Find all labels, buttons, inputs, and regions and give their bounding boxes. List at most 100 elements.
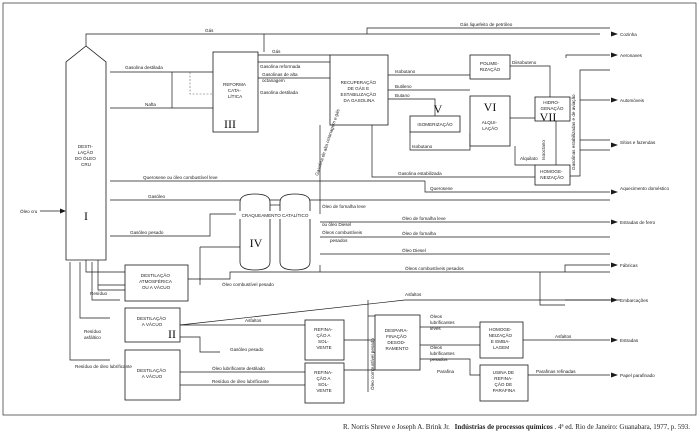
- flow-residuo-lubrificante: Resíduo de óleo lubrificante: [75, 364, 132, 369]
- unit-IV: IV: [250, 236, 263, 250]
- unit-I: I: [84, 209, 88, 223]
- output-estradas-ferro: Estradas de ferro: [620, 220, 656, 225]
- flow-parafinas-refinadas: Parafinas refinadas: [536, 369, 576, 374]
- isomerizacao-box: [409, 115, 461, 133]
- dest-atm-box: [124, 264, 189, 302]
- flow-oleo-lub-destilado: Óleo lubrificante destilado: [212, 365, 265, 371]
- output-embarcacoes: Embarcações: [620, 298, 649, 303]
- flow-oleo-comb-pesado: Óleo combustível pesado: [222, 281, 274, 287]
- craqueamento-vessel-left: [239, 193, 271, 271]
- flow-gasolinas-alta: Gasolinas de alta: [262, 72, 298, 77]
- flow-butano: Butano: [395, 93, 410, 98]
- dest-vacuo-ii-box: [124, 307, 181, 343]
- flow-oleos-lub-pesados: Óleos lubrificantes pesados: [430, 344, 456, 362]
- flow-oleo-fornalha-leve-2: Óleo de fornalha leve: [402, 215, 446, 221]
- output-destinations: Cozinha Aeronaves Automóveis Sítios e fa…: [620, 32, 669, 378]
- usina-parafina-label: USINA DE REFINA- ÇÃO DE PARAFINA: [493, 370, 517, 393]
- alquilacao-box: [469, 95, 511, 147]
- unit-VI: VI: [484, 100, 497, 114]
- refinacao-1-box: [304, 319, 345, 361]
- caption-authors: R. Norris Shreve e Joseph A. Brink Jr.: [343, 423, 450, 431]
- flow-residuo-oleo-lub: Resíduo de óleo lubrificante: [212, 379, 269, 384]
- output-papel: Papel parafinado: [620, 373, 655, 378]
- flow-oleos-comb-pesados: Óleos combustíveis: [322, 229, 363, 235]
- isomerizacao-label: ISOMERIZAÇÃO: [417, 121, 453, 127]
- flow-parafina: Parafina: [437, 369, 455, 374]
- refinacao-1-label: REFINA- ÇÃO A SOL- VENTE: [314, 327, 334, 350]
- flow-butileno: Butileno: [395, 84, 412, 89]
- flow-oleos-lub-leves: Óleos lubrificantes leves: [430, 313, 456, 331]
- dest-vacuo-low-label: DESTILAÇÃO A VÁCUO: [137, 367, 167, 379]
- unit-II: II: [168, 327, 176, 341]
- output-fabricas: Fábricas: [620, 263, 638, 268]
- unit-VII: VII: [540, 110, 557, 124]
- reforma-box: [212, 51, 259, 133]
- dest-vacuo-ii-label: DESTILAÇÃO A VÁCUO: [137, 315, 167, 327]
- flow-gas-top: Gás: [205, 28, 214, 33]
- flow-gasolina-destilada: Gasolina destilada: [125, 65, 163, 70]
- flow-oleo-cru: Óleo cru: [20, 208, 38, 214]
- hidrogenacao-box: [534, 96, 571, 122]
- flow-pesados: pesados: [330, 238, 348, 243]
- output-arrows: [60, 31, 618, 378]
- recuperacao-box: [329, 54, 389, 126]
- desparafinacao-box: [374, 314, 421, 371]
- flow-gasoleo-pesado-2: Gasóleo pesado: [230, 347, 264, 352]
- unit-V: V: [434, 102, 443, 116]
- refinacao-2-label: REFINA- ÇÃO A SOL- VENTE: [314, 370, 334, 393]
- flow-isobutano-2: Isobutano: [412, 144, 433, 149]
- output-automoveis: Automóveis: [620, 98, 645, 103]
- flow-gas-small: Gás: [272, 49, 281, 54]
- homogeneizacao-top-label: HOMOGE- NEIZAÇÃO: [540, 169, 564, 180]
- flow-asfaltos: Asfaltos: [405, 292, 422, 297]
- dest-vacuo-low-box: [124, 349, 181, 401]
- flow-gas-liquefeito: Gás liquefeito de petróleo: [460, 22, 513, 27]
- flow-oleo-diesel-2: ou óleo Diesel: [322, 222, 351, 227]
- flow-querosene: Querosene: [430, 186, 453, 191]
- flow-residuo: Resíduo: [90, 291, 108, 296]
- reforma-label: REFORMA CATA- LÍTICA: [223, 82, 247, 99]
- output-aeronaves: Aeronaves: [620, 53, 643, 58]
- output-aquecimento: Aquecimento doméstico: [620, 186, 669, 191]
- output-estradas: Estradas: [620, 338, 639, 343]
- flow-gasolina-reformada: Gasolina reformada: [260, 64, 301, 69]
- desparafinacao-label: DESPARA- FINAÇÃO DESOD- RAMENTO: [385, 328, 409, 351]
- homogeneizacao-top-box: [534, 164, 571, 186]
- flow-isooctano: Isooctano: [541, 140, 546, 160]
- alquilacao-label: ALQUI- LAÇÃO: [482, 120, 499, 131]
- flow-isobutano: Isobutano: [395, 69, 416, 74]
- craqueamento-vessel-right: [279, 193, 311, 271]
- flow-oleos-comb-pesados-out: Óleos combustíveis pesados: [405, 265, 464, 271]
- flow-asfaltos-2: Asfaltos: [245, 318, 262, 323]
- hidrogenacao-label: HIDRO- GENAÇÃO: [541, 100, 564, 111]
- flow-gasolina-destilada-2: Gasolina destilada: [260, 90, 298, 95]
- flow-lines: [40, 27, 620, 392]
- recuperacao-label: RECUPERAÇÃO DE GÁS E ESTABILIZAÇÃO DA GA…: [341, 79, 378, 103]
- flow-oleo-diesel: Óleo Diesel: [402, 247, 426, 253]
- homog-embalagem-label: HOMOGE- NEIZAÇÃO E EMBA- LAGEM: [489, 327, 514, 350]
- flow-oleo-fornalha-out: Óleo de fornalha: [402, 230, 436, 236]
- output-sitios: Sítios e fazendas: [620, 140, 656, 145]
- flow-residuo-asfaltico: Resíduo asfáltico: [84, 329, 102, 340]
- caption-title: Indústrias de processos químicos: [455, 423, 553, 431]
- flow-octanagem: octanagem: [262, 78, 285, 83]
- process-units: DESTI- LAÇÃO DO ÓLEO CRU I REFORMA CATA-…: [65, 45, 571, 404]
- refinacao-2-box: [304, 362, 345, 404]
- flow-alquilato: Alquilato: [520, 156, 538, 161]
- output-cozinha: Cozinha: [620, 32, 637, 37]
- unit-III: III: [224, 117, 236, 131]
- flow-querosene-leve: Querosene ou óleo combustível leve: [143, 175, 218, 180]
- flow-oleo-comb-pesado-v: Óleo combustível pesado: [369, 338, 375, 390]
- dest-atm-label: DESTILAÇÃO ATMOSFÉRICA OU A VÁCUO: [139, 272, 173, 290]
- flow-gasolinas-lateral: Gasolinas estabilizadas e de aviação: [571, 94, 576, 170]
- flow-oleo-fornalha-leve: Óleo de fornalha leve: [322, 203, 366, 209]
- caption-rest: . 4ª ed. Rio de Janeiro: Guanabara, 1977…: [555, 423, 691, 431]
- flow-diisobuteno: Diisobuteno: [512, 60, 537, 65]
- flow-labels: Gás Gás liquefeito de petróleo Gás Gasol…: [20, 22, 576, 390]
- flow-gasolina-estabilizada: Gasolina estabilizada: [398, 171, 442, 176]
- polimerizacao-box: [469, 54, 511, 80]
- tower-label: DESTI- LAÇÃO DO ÓLEO CRU: [75, 144, 97, 167]
- flow-gasoleo: Gasóleo: [148, 194, 166, 199]
- flow-gasoleo-pesado: Gasóleo pesado: [130, 230, 164, 235]
